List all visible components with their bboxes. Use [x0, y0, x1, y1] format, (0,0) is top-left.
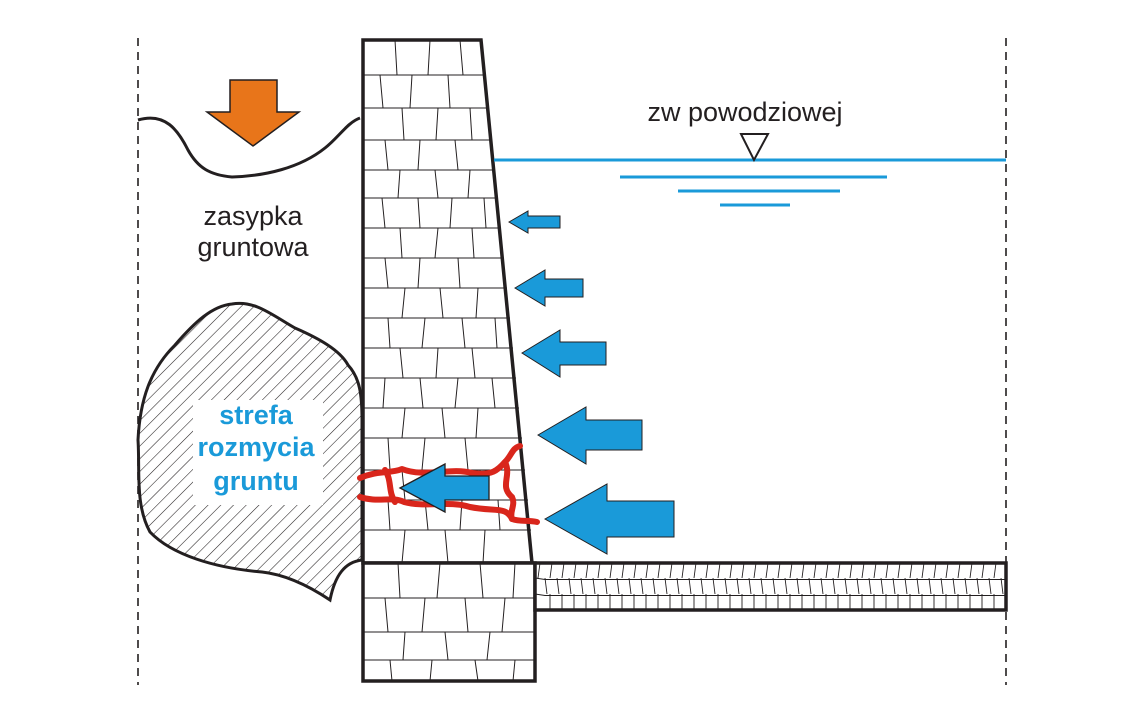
water-level	[494, 158, 1006, 207]
arrow-left-icon	[398, 462, 490, 514]
arrow-left-icon	[508, 210, 561, 234]
triangle-down-icon	[739, 133, 770, 163]
arrow-left-icon	[543, 483, 675, 555]
backfill-label-line1: zasypka	[203, 201, 303, 231]
arrow-left-icon	[537, 406, 643, 465]
arrow-down-icon	[204, 79, 302, 147]
erosion-label-line1: strefa	[219, 400, 294, 430]
apron-slab	[533, 561, 1008, 612]
pressure-arrows	[508, 210, 675, 555]
backfill-label-line2: gruntowa	[197, 232, 309, 262]
erosion-label-line3: gruntu	[213, 466, 298, 496]
erosion-label-line2: rozmycia	[197, 432, 315, 462]
flood-level-label: zw powodziowej	[647, 97, 842, 127]
backfill-surface-line	[137, 116, 361, 179]
arrow-left-icon	[521, 329, 607, 378]
arrow-left-icon	[514, 269, 584, 307]
wall-foundation	[361, 561, 537, 683]
apron-stone-texture	[534, 562, 1005, 610]
crack-zone	[357, 443, 540, 525]
